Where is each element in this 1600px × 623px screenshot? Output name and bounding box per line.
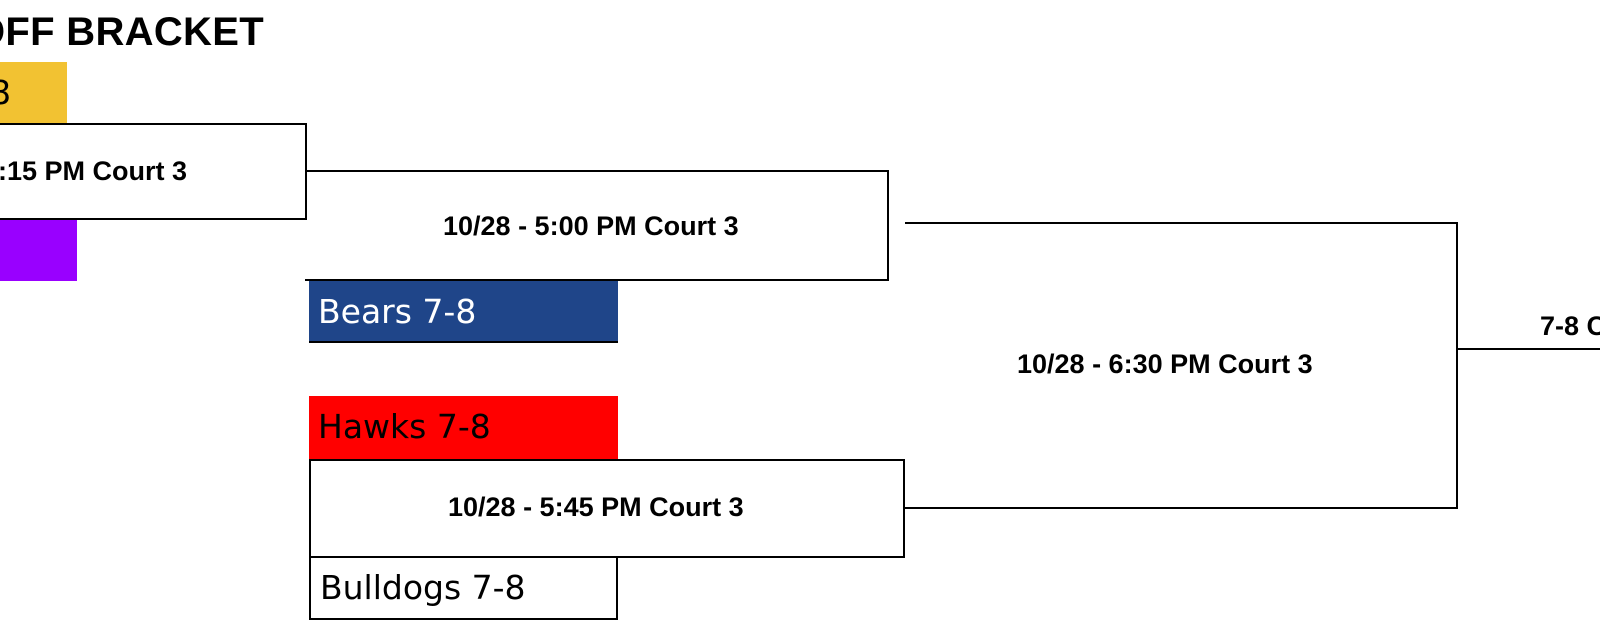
team-bulldogs-label: Bulldogs 7-8 <box>320 568 526 607</box>
game-label-round2-2: 10/28 - 5:45 PM Court 3 <box>448 492 744 522</box>
connector-semi-top <box>905 222 1458 224</box>
team-bears-label: Bears 7-8 <box>318 292 477 331</box>
team-yellow-slot: 8 <box>0 62 67 124</box>
team-bulldogs-slot: Bulldogs 7-8 <box>309 556 618 620</box>
team-hawks-slot: Hawks 7-8 <box>309 396 618 459</box>
connector-semi-bottom <box>905 507 1458 509</box>
connector-final <box>1456 348 1600 350</box>
game-label-round2-1: 10/28 - 5:00 PM Court 3 <box>443 211 739 241</box>
game-box-round2-1 <box>305 170 889 281</box>
team-hawks-label: Hawks 7-8 <box>318 407 491 446</box>
game-label-round1: :15 PM Court 3 <box>0 156 188 186</box>
connector-semi-vertical <box>1456 222 1458 509</box>
team-yellow-label: 8 <box>0 73 11 112</box>
team-purple-slot <box>0 220 77 281</box>
game-label-semifinal: 10/28 - 6:30 PM Court 3 <box>1017 349 1313 379</box>
team-bears-slot: Bears 7-8 <box>309 281 618 343</box>
game-label-final: 7-8 C <box>1540 311 1600 341</box>
bracket-title: OFF BRACKET <box>0 10 264 54</box>
